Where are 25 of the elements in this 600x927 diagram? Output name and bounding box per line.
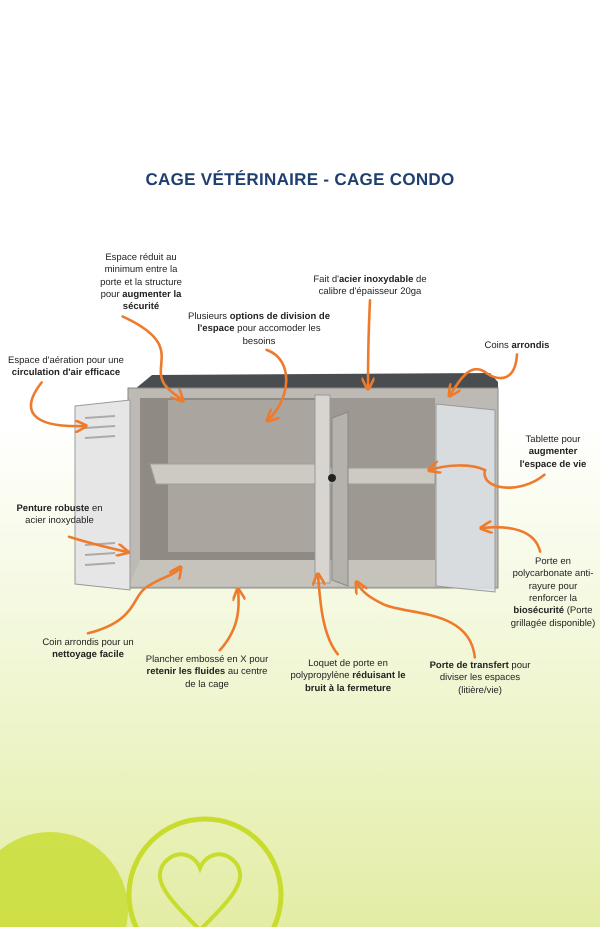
leader-arrow (354, 579, 476, 659)
callout-text: Plusieurs options de division de l'espace pour accomoder les besoins (183, 311, 335, 348)
callout-text: Coin arrondis pour un nettoyage facile (33, 637, 143, 662)
callout-text: Fait d'acier inoxydable de calibre d'épaisseur 20ga (312, 274, 428, 299)
leader-arrow (68, 536, 131, 558)
leader-arrow (30, 381, 89, 434)
leader-arrow (218, 586, 247, 652)
callout-text: Porte en polycarbonate anti-rayure pour renforcer la biosécurité (Porte grillagée disponible) (510, 556, 596, 630)
callout-text: Coins arrondis (474, 340, 560, 352)
callout-text: Porte de transfert pour diviser les espaces (litière/vie) (428, 660, 532, 698)
leader-arrow (86, 564, 183, 635)
leader-arrow (264, 348, 288, 424)
leader-arrow (447, 353, 518, 398)
leader-arrow (311, 571, 340, 656)
callout-text: Tablette pour augmenter l'espace de vie (510, 434, 596, 472)
leader-arrow (121, 315, 186, 404)
leader-arrow (360, 299, 376, 392)
callout-text: Espace réduit au minimum entre la porte et la structure pour augmenter la sécurité (95, 252, 187, 314)
callout-text: Loquet de porte en polypropylène réduisant le bruit à la fermeture (284, 658, 412, 696)
callout-text: Espace d'aération pour une circulation d'air efficace (5, 355, 127, 380)
callout-text: Penture robuste en acier inoxydable (12, 503, 107, 528)
leader-arrow (478, 519, 542, 553)
title: CAGE VÉTÉRINAIRE - CAGE CONDO (144, 170, 456, 190)
callout-text: Plancher embossé en X pour retenir les fluides au centre de la cage (143, 654, 271, 692)
leader-arrow (426, 459, 546, 489)
